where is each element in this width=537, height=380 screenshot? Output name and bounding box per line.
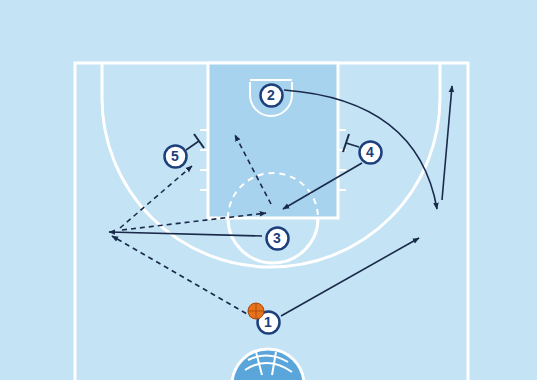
player-circle: 2 <box>259 83 284 108</box>
player-circle: 3 <box>265 226 290 251</box>
player-circle: 4 <box>358 140 383 165</box>
basketball <box>247 302 265 320</box>
player-number: 4 <box>358 144 383 160</box>
player-number: 3 <box>265 230 290 246</box>
player-circle: 5 <box>163 144 188 169</box>
player-number: 5 <box>163 148 188 164</box>
player-number: 2 <box>259 87 284 103</box>
